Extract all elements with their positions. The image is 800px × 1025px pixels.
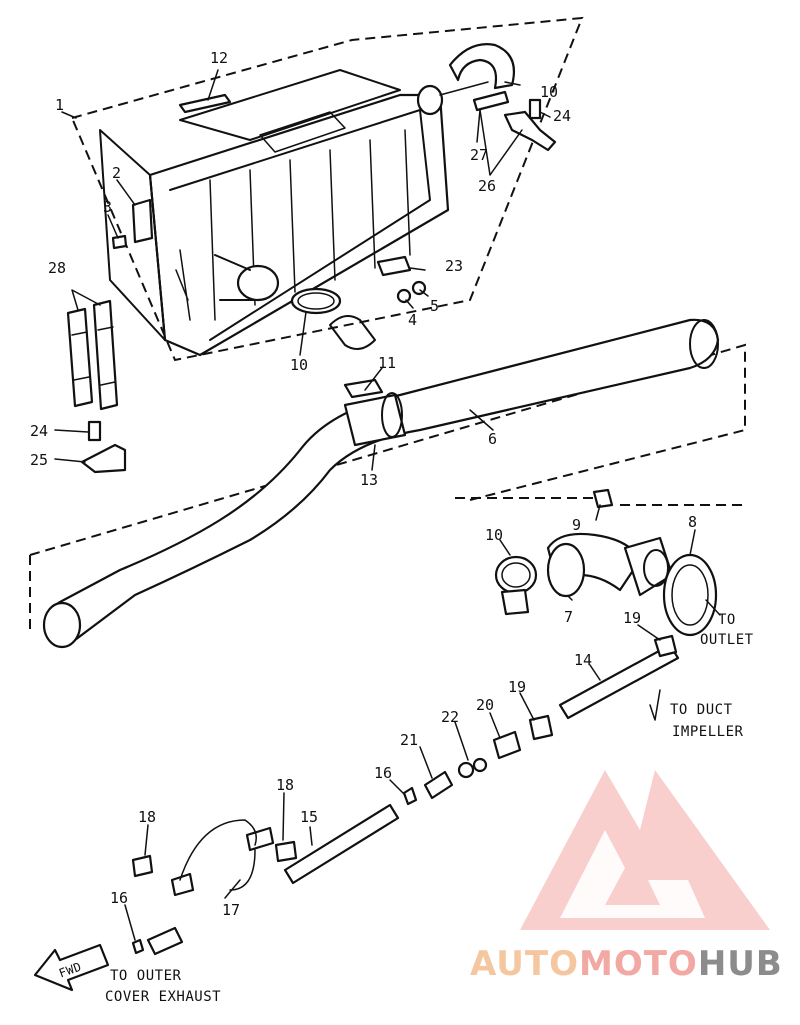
callout-3: 3 [103,198,112,216]
callout-27: 27 [470,146,488,164]
watermark-auto: AUTO [470,944,579,984]
part-23-plate [376,255,412,277]
part-17-clip-b [170,872,195,897]
group-outline-elbow [455,497,745,506]
muffler-box-assembly [71,16,584,362]
callout-24-lower: 24 [30,422,48,440]
note-to-outlet-1: TO [718,612,736,628]
callout-16-lower: 16 [110,889,128,907]
callout-24-upper: 24 [553,107,571,125]
note-to-outer-2: COVER EXHAUST [105,989,221,1005]
callout-23: 23 [445,257,463,275]
part-2-bracket [131,198,154,244]
part-17-clip-a [245,826,275,852]
strap-set [66,299,127,474]
part-22-washer-a [457,761,475,779]
pipe-6-end-opening [42,601,82,649]
muffler-box-body [148,93,450,357]
callout-19-lower: 19 [508,678,526,696]
muffler-top-face [179,69,401,141]
callout-1: 1 [55,96,64,114]
fwd-arrow-icon [33,943,110,992]
callout-20: 20 [476,696,494,714]
part-15-hose [283,803,400,885]
group-outline-box [71,16,584,362]
callout-15: 15 [300,808,318,826]
lower-hose-end [146,926,184,956]
part-6-pipe [43,318,720,645]
callout-7: 7 [564,608,573,626]
part-28-strap-b [92,299,119,411]
part-10-clamp-upper [448,43,516,90]
part-17-wire [179,819,257,891]
part-14-hose [558,643,680,720]
part-27-bracket [472,90,510,112]
callout-25: 25 [30,451,48,469]
part-18-screw-a [274,840,298,863]
part-3-bolt [111,234,128,250]
part-11-clamp [343,378,384,399]
callout-10-elbow: 10 [485,526,503,544]
part-20-fitting [492,730,522,760]
callout-18-right: 18 [276,776,294,794]
callout-5: 5 [430,297,439,315]
callout-4: 4 [408,311,417,329]
part-22-washer-b [472,757,488,773]
callout-10-upper: 10 [540,83,558,101]
note-to-outlet-2: OUTLET [700,632,754,648]
part-24-bolt-lower [87,420,102,442]
part-16-clip-lower [131,938,145,955]
callout-12: 12 [210,49,228,67]
part-19-clip-lower [528,714,554,741]
connector-hose [329,315,376,350]
note-to-outer-1: TO OUTER [110,968,182,984]
muffler-side-face [99,129,166,341]
elbow-assembly [455,488,745,637]
part-25-bracket [80,443,127,474]
watermark-logo [520,770,770,930]
callout-22: 22 [441,708,459,726]
part-9-bolt [592,488,614,509]
part-26-stay [503,110,557,152]
callout-numbers: 12 1 2 3 28 24 25 10 23 4 5 10 24 27 26 … [30,49,697,919]
callout-6: 6 [488,430,497,448]
part-4-washer [396,288,412,304]
note-to-duct-1: TO DUCT [670,702,733,718]
muffler-outlet-pipe [416,84,444,116]
watermark-hub: HUB [698,944,783,984]
watermark-text: AUTOMOTOHUB [470,944,783,984]
callout-26: 26 [478,177,496,195]
callout-17: 17 [222,901,240,919]
watermark-moto: MOTO [579,944,698,984]
muffler-inlet-pipe [236,264,280,302]
exhaust-pipe-assembly [29,315,746,649]
part-12-pad [178,93,232,114]
callout-16-upper: 16 [374,764,392,782]
callout-18-left: 18 [138,808,156,826]
part-13-hose [343,393,407,447]
water-line-assembly [33,634,680,992]
note-to-duct-2: IMPELLER [672,724,744,740]
callout-13: 13 [360,471,378,489]
part-19-clip-upper [653,634,678,658]
callout-8: 8 [688,513,697,531]
part-18-screw-b [131,854,154,878]
callout-9: 9 [572,516,581,534]
callout-2: 2 [112,164,121,182]
callout-14: 14 [574,651,592,669]
callout-10-lower: 10 [290,356,308,374]
callout-21: 21 [400,731,418,749]
part-16-clip-upper [402,786,418,806]
part-21-nipple [423,770,454,800]
part-24-bolt-upper [528,98,542,120]
group-outline-pipe [29,343,746,630]
callout-11: 11 [378,354,396,372]
part-28-strap-a [66,307,94,408]
leader-lines [54,69,721,941]
callout-28: 28 [48,259,66,277]
callout-19-upper: 19 [623,609,641,627]
